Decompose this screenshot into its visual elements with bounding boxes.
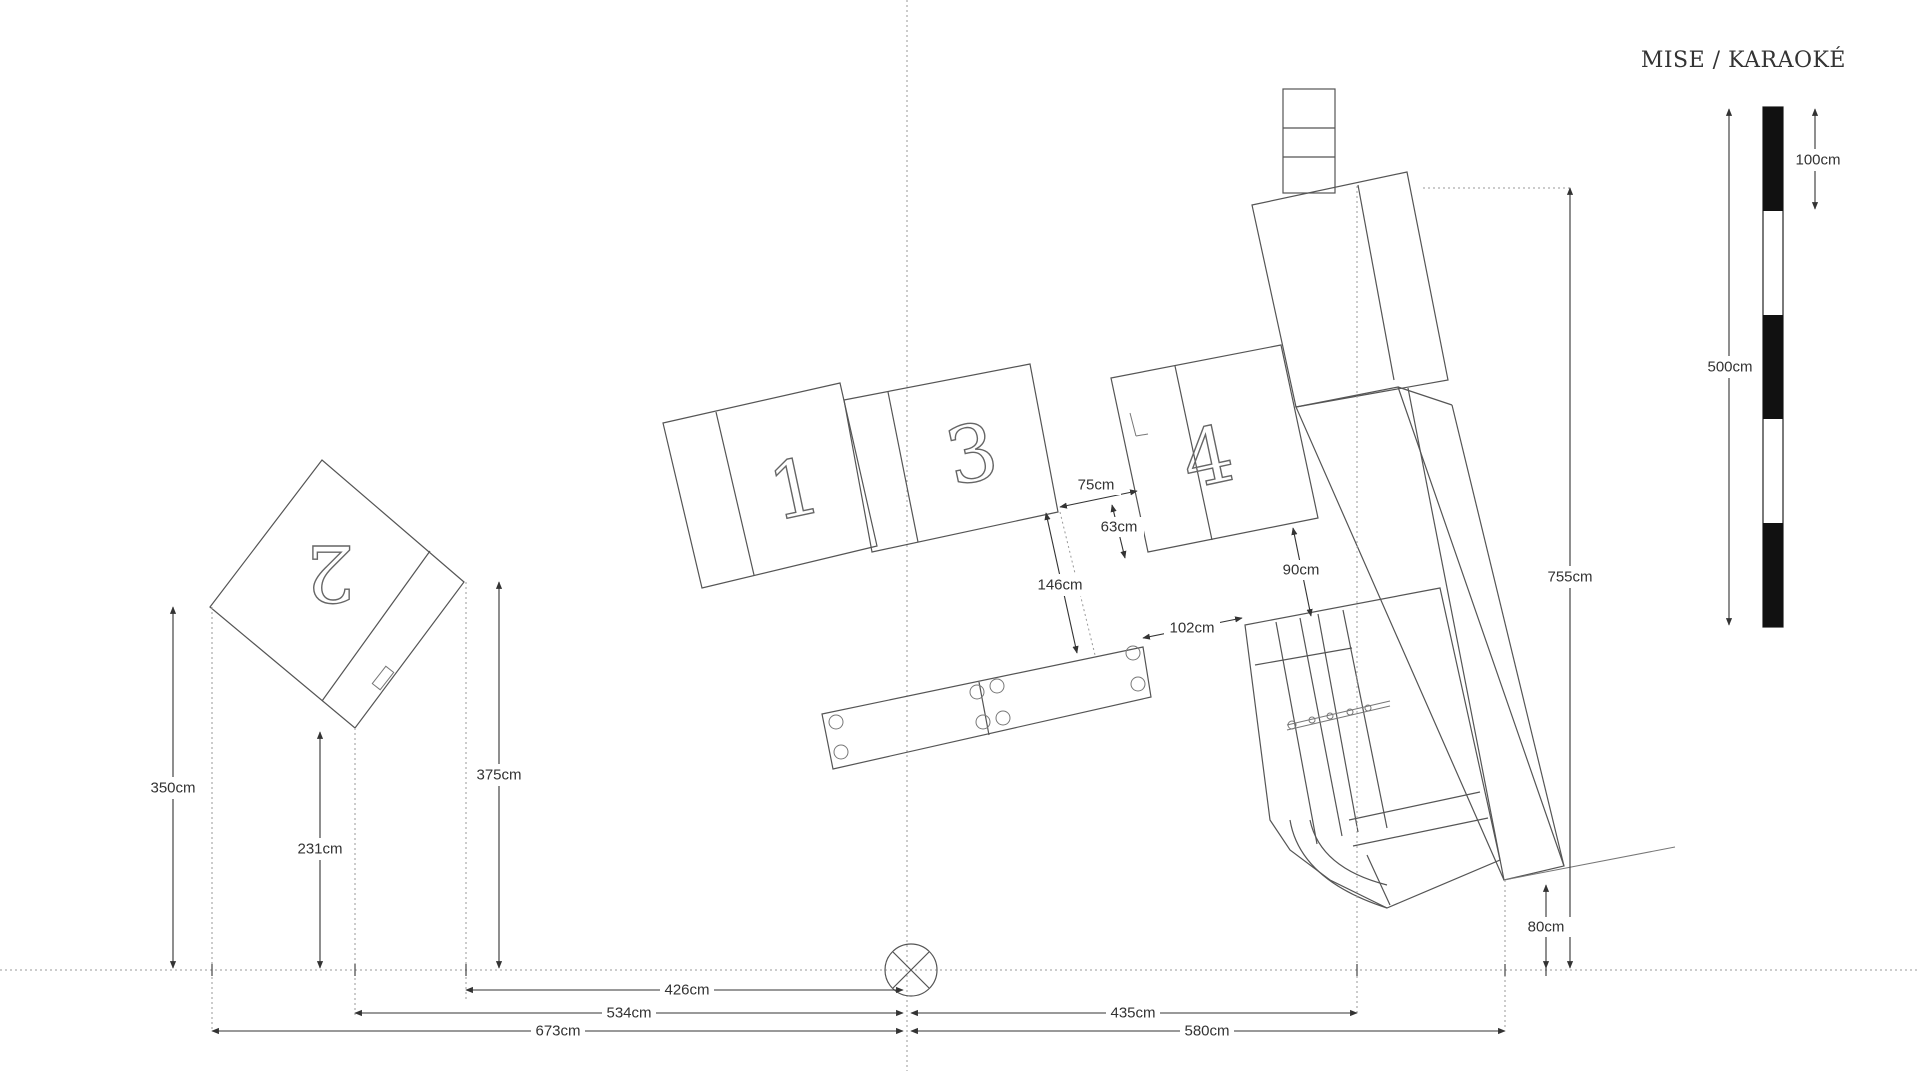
block-3: 3 [843, 363, 1059, 553]
block-1: 1 [662, 382, 878, 589]
dim-435: 435cm [910, 1002, 1358, 1024]
dim-63: 63cm [1094, 504, 1144, 559]
dim-350: 350cm [145, 606, 201, 969]
origin-marker [884, 943, 938, 997]
svg-text:63cm: 63cm [1101, 519, 1138, 536]
dim-375: 375cm [471, 581, 527, 969]
dim-80: 80cm [1522, 884, 1572, 969]
block-2: 2 [209, 459, 465, 729]
dim-102: 102cm [1142, 616, 1243, 640]
svg-text:80cm: 80cm [1528, 919, 1565, 936]
scale-segment-label: 100cm [1795, 152, 1840, 169]
svg-text:146cm: 146cm [1037, 577, 1082, 594]
svg-text:75cm: 75cm [1078, 477, 1115, 494]
dim-75: 75cm [1059, 475, 1138, 509]
drawing-title: MISE / KARAOKÉ [1640, 48, 1846, 73]
svg-text:534cm: 534cm [606, 1005, 651, 1022]
bench [821, 645, 1152, 770]
dim-90: 90cm [1276, 527, 1326, 617]
svg-text:102cm: 102cm [1169, 620, 1214, 637]
dim-146: 146cm [1032, 512, 1088, 654]
svg-text:673cm: 673cm [535, 1023, 580, 1040]
tower-structure [1244, 88, 1676, 909]
svg-text:375cm: 375cm [476, 767, 521, 784]
svg-text:426cm: 426cm [664, 982, 709, 999]
svg-text:580cm: 580cm [1184, 1023, 1229, 1040]
svg-text:435cm: 435cm [1110, 1005, 1155, 1022]
dim-231: 231cm [292, 731, 348, 969]
svg-text:231cm: 231cm [297, 841, 342, 858]
dim-426: 426cm [465, 979, 904, 1001]
floor-ticks [211, 964, 1547, 976]
block-3-number: 3 [938, 406, 1005, 504]
scale-total-label: 500cm [1707, 359, 1752, 376]
svg-text:755cm: 755cm [1547, 569, 1592, 586]
dim-534: 534cm [354, 1002, 904, 1024]
svg-text:90cm: 90cm [1283, 562, 1320, 579]
dim-755: 755cm [1542, 187, 1598, 969]
dim-580: 580cm [910, 1020, 1506, 1042]
block-4-number: 4 [1174, 409, 1241, 507]
block-2-number: 2 [305, 527, 355, 617]
svg-text:350cm: 350cm [150, 780, 195, 797]
dim-673: 673cm [211, 1020, 904, 1042]
block-1-number: 1 [761, 441, 828, 539]
scale-bar: 500cm 100cm [1702, 106, 1846, 628]
